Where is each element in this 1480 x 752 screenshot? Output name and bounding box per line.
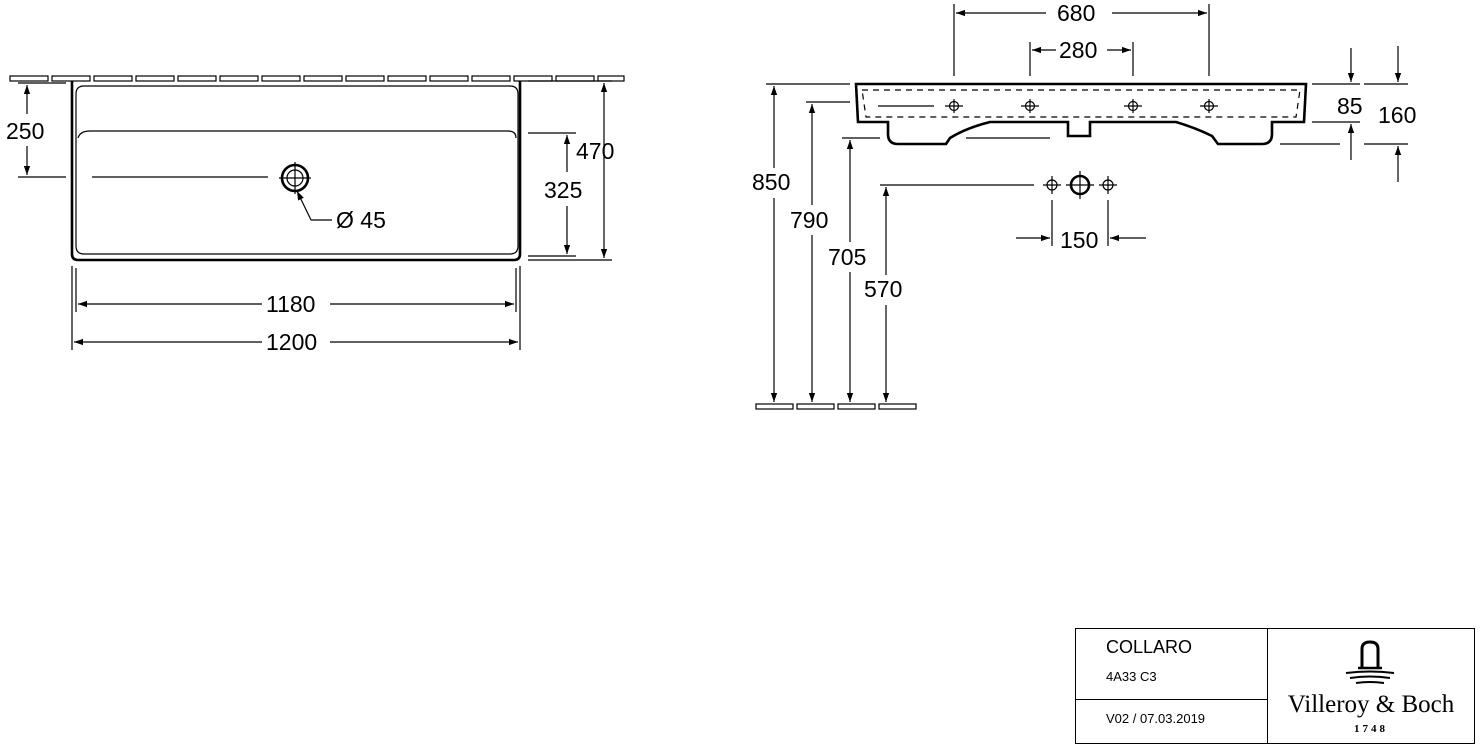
dimension-325: 325	[528, 132, 582, 257]
basin-outline-top	[70, 81, 522, 262]
dim-680-label: 680	[1057, 0, 1095, 26]
basin-outline-front	[854, 82, 1308, 146]
brand-year: 1748	[1354, 723, 1388, 735]
dim-85-label: 85	[1337, 93, 1363, 119]
front-view: 680 280 85 160	[752, 0, 1416, 410]
dim-1180-label: 1180	[266, 291, 315, 317]
dimension-680: 680	[953, 0, 1210, 76]
title-block: COLLARO 4A33 C3 V02 / 07.03.2019 Villero…	[1075, 628, 1475, 744]
dimension-250: 250	[6, 82, 66, 178]
dim-250-label: 250	[6, 118, 44, 144]
version-date: V02 / 07.03.2019	[1106, 711, 1206, 726]
dim-470-label: 470	[576, 138, 614, 164]
dim-150-label: 150	[1060, 227, 1098, 253]
top-view: Ø 45 250 470 325	[6, 75, 625, 355]
vb-fountain-logo-icon	[1345, 640, 1395, 684]
tap-hole	[279, 162, 311, 194]
dim-850-label: 850	[752, 169, 790, 195]
floor-hatch	[755, 403, 917, 410]
dim-790-label: 790	[790, 207, 828, 233]
height-dimensions: 850 790 705 570	[752, 83, 902, 402]
dimension-160: 160	[1280, 46, 1416, 182]
dimension-150: 150	[1016, 200, 1146, 253]
dim-570-label: 570	[864, 276, 902, 302]
dimension-470: 470	[528, 80, 614, 261]
dimension-85: 85	[1312, 48, 1363, 160]
dim-325-label: 325	[544, 177, 582, 203]
brand-logo: Villeroy & Boch 1748	[1268, 629, 1474, 743]
dim-160-label: 160	[1378, 102, 1416, 128]
dimension-1200: 1200	[74, 329, 518, 355]
rim-tap-holes	[878, 99, 1218, 113]
tap-hole-diameter-label: Ø 45	[336, 207, 386, 233]
article-code: 4A33 C3	[1106, 669, 1157, 684]
dim-1200-label: 1200	[266, 329, 317, 355]
wall-hatch-top	[9, 75, 625, 82]
brand-name: Villeroy & Boch	[1287, 691, 1455, 718]
title-block-divider	[1076, 699, 1267, 700]
waste-connection	[880, 171, 1117, 199]
dimension-280: 280	[1029, 37, 1134, 76]
product-name: COLLARO	[1106, 637, 1193, 657]
dimension-1180: 1180	[71, 266, 521, 350]
dim-705-label: 705	[828, 244, 866, 270]
title-block-info: COLLARO 4A33 C3 V02 / 07.03.2019	[1076, 629, 1268, 743]
dim-280-label: 280	[1059, 37, 1097, 63]
